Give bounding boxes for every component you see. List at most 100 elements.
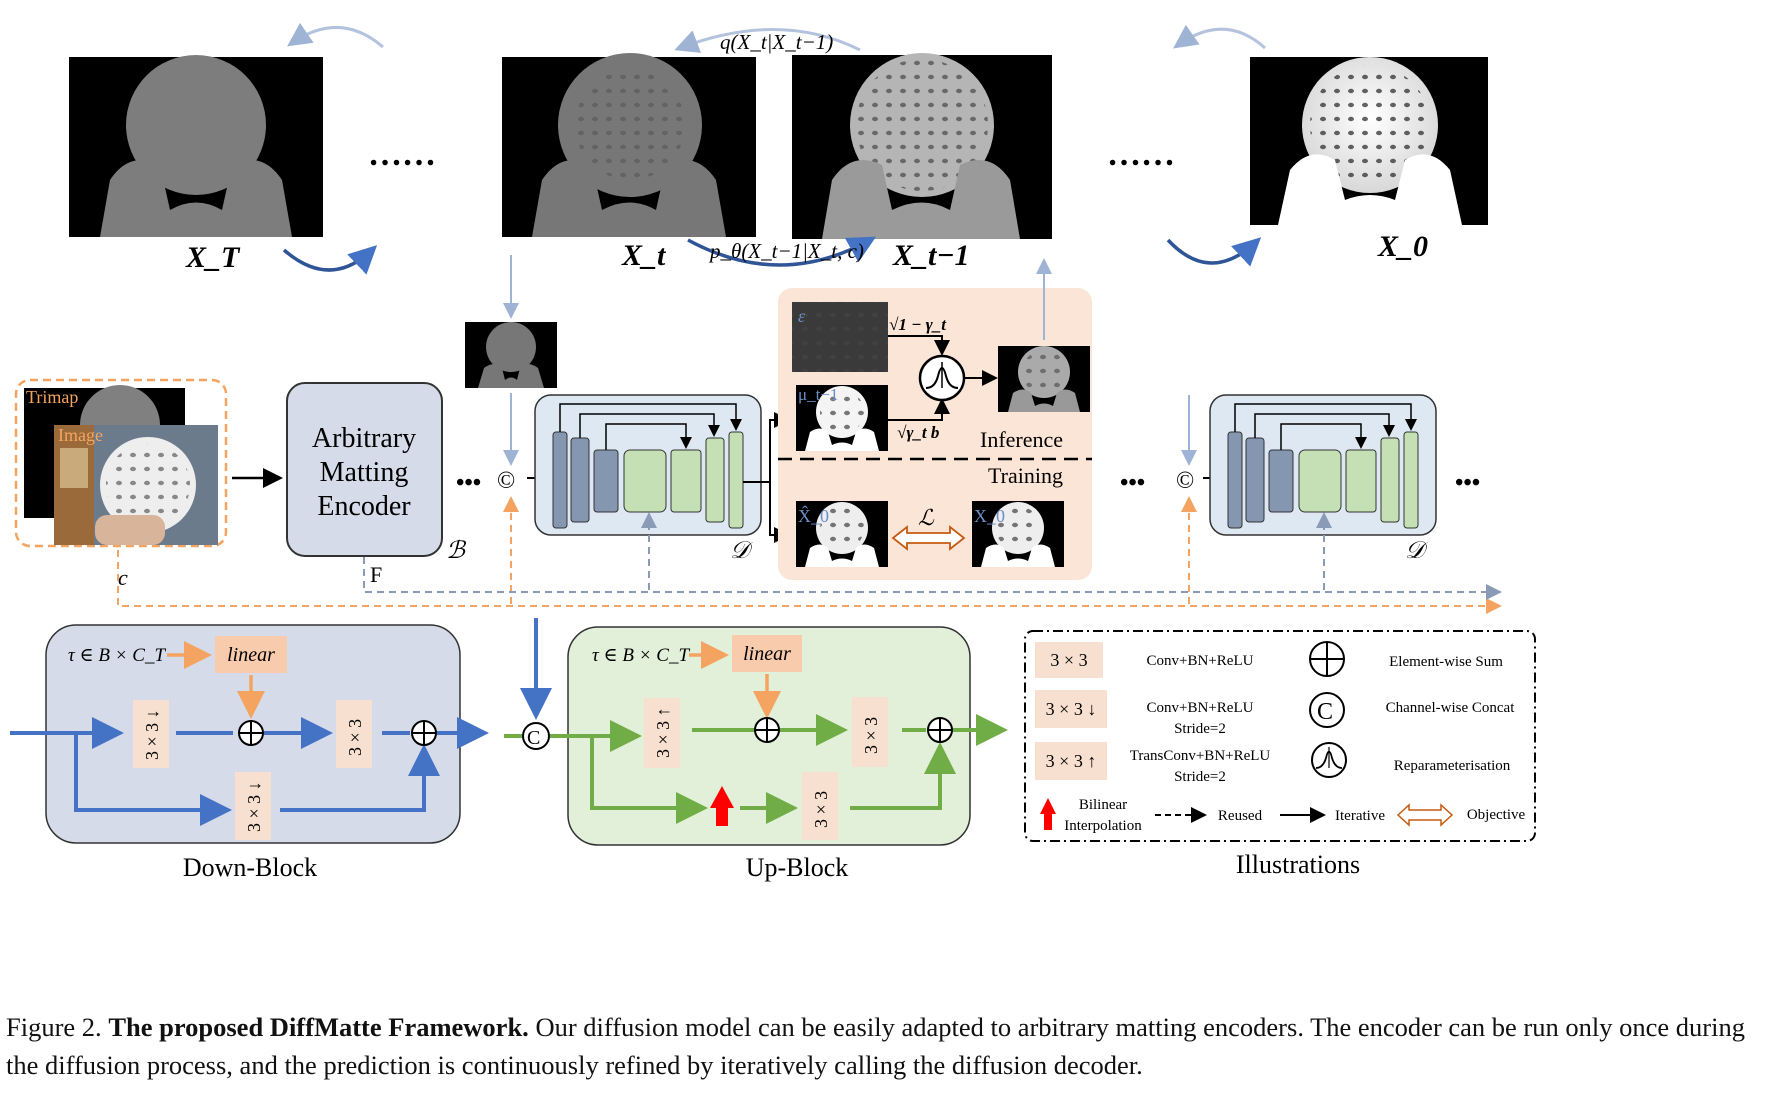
diffusion-decoder-1 — [534, 394, 762, 536]
reverse-arrow-left — [282, 245, 378, 275]
image-label: Image — [58, 425, 103, 445]
forward-arrow-right — [1173, 24, 1267, 50]
up-bilinear-icon — [710, 786, 734, 826]
frame-xT — [69, 55, 323, 237]
down-conv-box — [336, 700, 372, 768]
diffusion-decoder-2 — [1209, 394, 1437, 536]
legend-bilinear-icon — [1040, 798, 1056, 830]
figure-caption: Figure 2. The proposed DiffMatte Framewo… — [6, 1008, 1766, 1084]
condition-reuse-line — [117, 550, 1502, 614]
matting-encoder — [286, 382, 443, 557]
legend-conv-up-label1: TransConv+BN+ReLU — [1130, 748, 1271, 764]
legend-sum-label: Element-wise Sum — [1389, 654, 1503, 670]
down-linear-box — [215, 636, 287, 673]
objective-arrow — [891, 525, 966, 551]
coef1-label: √1 − γ_t — [889, 315, 947, 334]
up-tau: τ ∈ B × C_T — [592, 645, 690, 666]
up-linear-box — [732, 635, 802, 672]
x0hat-label: X̂_0 — [798, 505, 829, 526]
down-skip-conv-box — [235, 772, 271, 840]
mu-image — [796, 385, 888, 451]
up-skip-conv-box — [802, 772, 838, 840]
up-skip-to-sum — [850, 742, 956, 810]
label-xt1: X_t−1 — [892, 239, 970, 272]
concat-symbol-2: © — [1176, 468, 1194, 494]
diffmatte-figure: X_T X_t X_t−1 X_0 …… …… q(X_t|X_t−1) p_θ… — [10, 22, 1536, 882]
loss-label: ℒ — [918, 505, 935, 530]
feature-label: F — [370, 562, 382, 587]
epsilon-label: ε — [798, 306, 806, 326]
legend-bilinear-label2: Interpolation — [1064, 818, 1142, 834]
legend-iterative-label: Iterative — [1335, 808, 1385, 824]
frame-x0 — [1250, 57, 1488, 225]
caption-title: The proposed DiffMatte Framework. — [108, 1012, 529, 1042]
frame-xt1 — [792, 53, 1052, 239]
forward-arrow-mid — [674, 28, 861, 53]
x0hat-image — [796, 501, 888, 567]
forward-arrow-left — [287, 22, 384, 49]
image-thumbnail — [54, 425, 218, 545]
up-skip-arrow — [590, 736, 708, 824]
caption-text: Our diffusion model can be easily adapte… — [6, 1012, 1745, 1080]
down-conv-label: 3 × 3 — [345, 719, 365, 756]
up-linear-label: linear — [743, 643, 791, 665]
legend-sum-icon — [1309, 641, 1345, 677]
legend-conv-down-label2: Stride=2 — [1174, 721, 1226, 737]
up-skip-conv-label: 3 × 3 — [811, 791, 831, 828]
noise-image — [792, 302, 888, 372]
forward-process-label: q(X_t|X_t−1) — [720, 30, 833, 54]
legend-conv-up-box — [1035, 742, 1107, 780]
concat-icon-bottom-label: C — [527, 727, 540, 749]
down-block-title: Down-Block — [183, 853, 317, 882]
label-xT: X_T — [185, 241, 241, 274]
svg-text:C: C — [1317, 699, 1333, 725]
decoder-symbol-1: 𝒟 — [730, 538, 754, 564]
legend-conv-box — [1035, 642, 1103, 678]
dots-2: ••• — [1120, 470, 1145, 496]
legend-conv-up-label2: Stride=2 — [1174, 769, 1226, 785]
caption-label: Figure 2. — [6, 1012, 102, 1042]
encoder-line3: Encoder — [317, 491, 411, 522]
xt-thumbnail — [465, 322, 557, 388]
condition-symbol: c — [118, 565, 128, 590]
dots-3: ••• — [1455, 470, 1480, 496]
reverse-arrow-mid — [687, 236, 877, 267]
coef2-label: √γ_t b — [897, 423, 939, 442]
up-conv-box — [852, 697, 888, 767]
inference-label: Inference — [980, 427, 1063, 452]
legend-conv-down-label1: Conv+BN+ReLU — [1147, 700, 1254, 716]
trimap-label: Trimap — [26, 387, 78, 407]
legend-reused-label: Reused — [1218, 808, 1263, 824]
up-block-title: Up-Block — [746, 853, 849, 882]
down-conv-down-box — [133, 700, 169, 768]
x0-gt-label: X_0 — [974, 506, 1005, 526]
legend-bilinear-label1: Bilinear — [1079, 797, 1127, 813]
encoder-line2: Matting — [320, 457, 409, 488]
arrow-mu-to-reparam — [888, 398, 950, 421]
down-skip-conv-label: 3 × 3 ↓ — [244, 781, 264, 832]
xt1-thumbnail — [998, 346, 1090, 412]
legend-conv-up: 3 × 3 ↑ — [1046, 751, 1097, 771]
condition-box — [14, 378, 228, 548]
legend-reparam-label: Reparameterisation — [1394, 758, 1511, 774]
encoder-symbol: ℬ — [446, 538, 467, 564]
down-linear-label: linear — [227, 644, 275, 666]
ellipsis-right: …… — [1107, 136, 1175, 173]
legend-objective-icon — [1396, 803, 1454, 827]
up-conv-up-label: 3 × 3 ↑ — [653, 707, 673, 758]
up-conv-up-box — [644, 698, 680, 768]
legend-conv: 3 × 3 — [1050, 650, 1087, 670]
concat-icon-bottom — [522, 722, 550, 750]
x0-gt-image — [972, 501, 1064, 567]
legend-reparam-icon — [1311, 742, 1347, 778]
ellipsis-left: …… — [368, 136, 436, 173]
frame-xt — [502, 53, 756, 237]
encoder-line1: Arbitrary — [312, 423, 416, 454]
legend-objective-label: Objective — [1467, 807, 1526, 823]
dots-1: ••• — [456, 470, 481, 496]
down-tau: τ ∈ B × C_T — [68, 645, 166, 666]
legend-concat-icon: C — [1309, 692, 1345, 728]
illustrations-title: Illustrations — [1236, 850, 1360, 879]
down-skip-to-sum — [280, 744, 440, 812]
up-conv-label: 3 × 3 — [861, 717, 881, 754]
